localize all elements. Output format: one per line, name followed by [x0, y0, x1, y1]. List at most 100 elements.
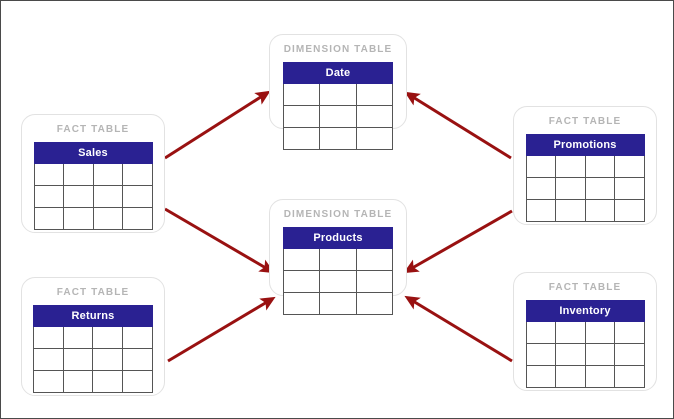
table-row [525, 321, 645, 344]
table-cell [282, 105, 321, 128]
table-cell [584, 365, 615, 388]
table-row [33, 163, 153, 186]
relationship-arrow-promotions-to-date [404, 91, 512, 160]
table-cell [282, 292, 321, 315]
table-cell [355, 105, 394, 128]
table-cell [555, 177, 586, 200]
table-cell [525, 199, 556, 222]
table-row [33, 348, 153, 371]
table-cell [92, 207, 123, 230]
table-cell [614, 177, 645, 200]
table-cell [92, 370, 123, 393]
table-cell [584, 177, 615, 200]
node-card-products[interactable]: DIMENSION TABLE Products [269, 199, 407, 315]
relationship-arrow-sales-to-products [164, 207, 275, 274]
table-cell [122, 163, 153, 186]
node-card-date[interactable]: DIMENSION TABLE Date [269, 34, 407, 150]
table-header-sales: Sales [33, 142, 153, 164]
table-row [33, 207, 153, 230]
table-cell [121, 348, 153, 371]
table-cell [92, 348, 123, 371]
table-cell [121, 326, 153, 349]
card-kind-label-date: DIMENSION TABLE [283, 44, 393, 55]
table-row [282, 248, 394, 271]
table-row [525, 155, 645, 178]
table-cell [282, 248, 321, 271]
table-cell [555, 199, 586, 222]
table-cell [319, 292, 357, 315]
table-row [33, 326, 153, 349]
table-cell [63, 207, 94, 230]
table-cell [525, 155, 556, 178]
table-row [33, 370, 153, 393]
table-cell [584, 155, 615, 178]
table-cell [92, 185, 123, 208]
table-cell [614, 365, 645, 388]
table-header-returns: Returns [33, 305, 153, 327]
node-card-sales[interactable]: FACT TABLE Sales [21, 114, 165, 233]
card-kind-label-inventory: FACT TABLE [548, 282, 622, 293]
card-kind-label-sales: FACT TABLE [56, 124, 130, 135]
table-cell [355, 270, 394, 293]
table-cell [33, 163, 64, 186]
node-card-promotions[interactable]: FACT TABLE Promotions [513, 106, 657, 225]
table-row [525, 365, 645, 388]
table-promotions: Promotions [525, 134, 645, 222]
table-cell [282, 127, 321, 150]
table-cell [33, 370, 64, 393]
table-cell [555, 365, 586, 388]
table-cell [62, 348, 94, 371]
table-row [282, 105, 394, 128]
table-cell [355, 248, 394, 271]
table-header-inventory: Inventory [525, 300, 645, 322]
table-cell [33, 207, 64, 230]
table-cell [525, 177, 556, 200]
table-row [525, 199, 645, 222]
table-cell [319, 127, 357, 150]
table-cell [355, 83, 394, 106]
table-cell [122, 185, 153, 208]
table-row [282, 83, 394, 106]
table-cell [63, 163, 94, 186]
table-cell [614, 155, 645, 178]
table-cell [584, 199, 615, 222]
node-card-inventory[interactable]: FACT TABLE Inventory [513, 272, 657, 391]
table-cell [614, 199, 645, 222]
table-cell [33, 348, 64, 371]
table-returns: Returns [33, 305, 153, 393]
table-cell [555, 343, 586, 366]
table-cell [319, 270, 357, 293]
table-cell [62, 326, 94, 349]
relationship-arrow-inventory-to-products [404, 295, 513, 363]
table-cell [33, 185, 64, 208]
table-header-promotions: Promotions [525, 134, 645, 156]
relationship-arrow-promotions-to-products [403, 209, 513, 274]
table-cell [121, 370, 153, 393]
table-row [525, 343, 645, 366]
table-cell [282, 270, 321, 293]
table-cell [525, 343, 556, 366]
table-cell [584, 343, 615, 366]
table-cell [319, 248, 357, 271]
table-cell [33, 326, 64, 349]
table-row [33, 185, 153, 208]
relationship-arrow-sales-to-date [164, 90, 271, 160]
card-kind-label-products: DIMENSION TABLE [283, 209, 393, 220]
table-cell [63, 185, 94, 208]
table-cell [319, 83, 357, 106]
table-inventory: Inventory [525, 300, 645, 388]
table-cell [319, 105, 357, 128]
table-row [282, 127, 394, 150]
table-cell [122, 207, 153, 230]
table-cell [525, 365, 556, 388]
card-kind-label-promotions: FACT TABLE [548, 116, 622, 127]
relationship-arrow-returns-to-products [167, 296, 276, 363]
node-card-returns[interactable]: FACT TABLE Returns [21, 277, 165, 396]
table-row [525, 177, 645, 200]
table-cell [614, 321, 645, 344]
table-date: Date [282, 62, 394, 150]
table-row [282, 270, 394, 293]
table-cell [525, 321, 556, 344]
table-header-products: Products [282, 227, 394, 249]
